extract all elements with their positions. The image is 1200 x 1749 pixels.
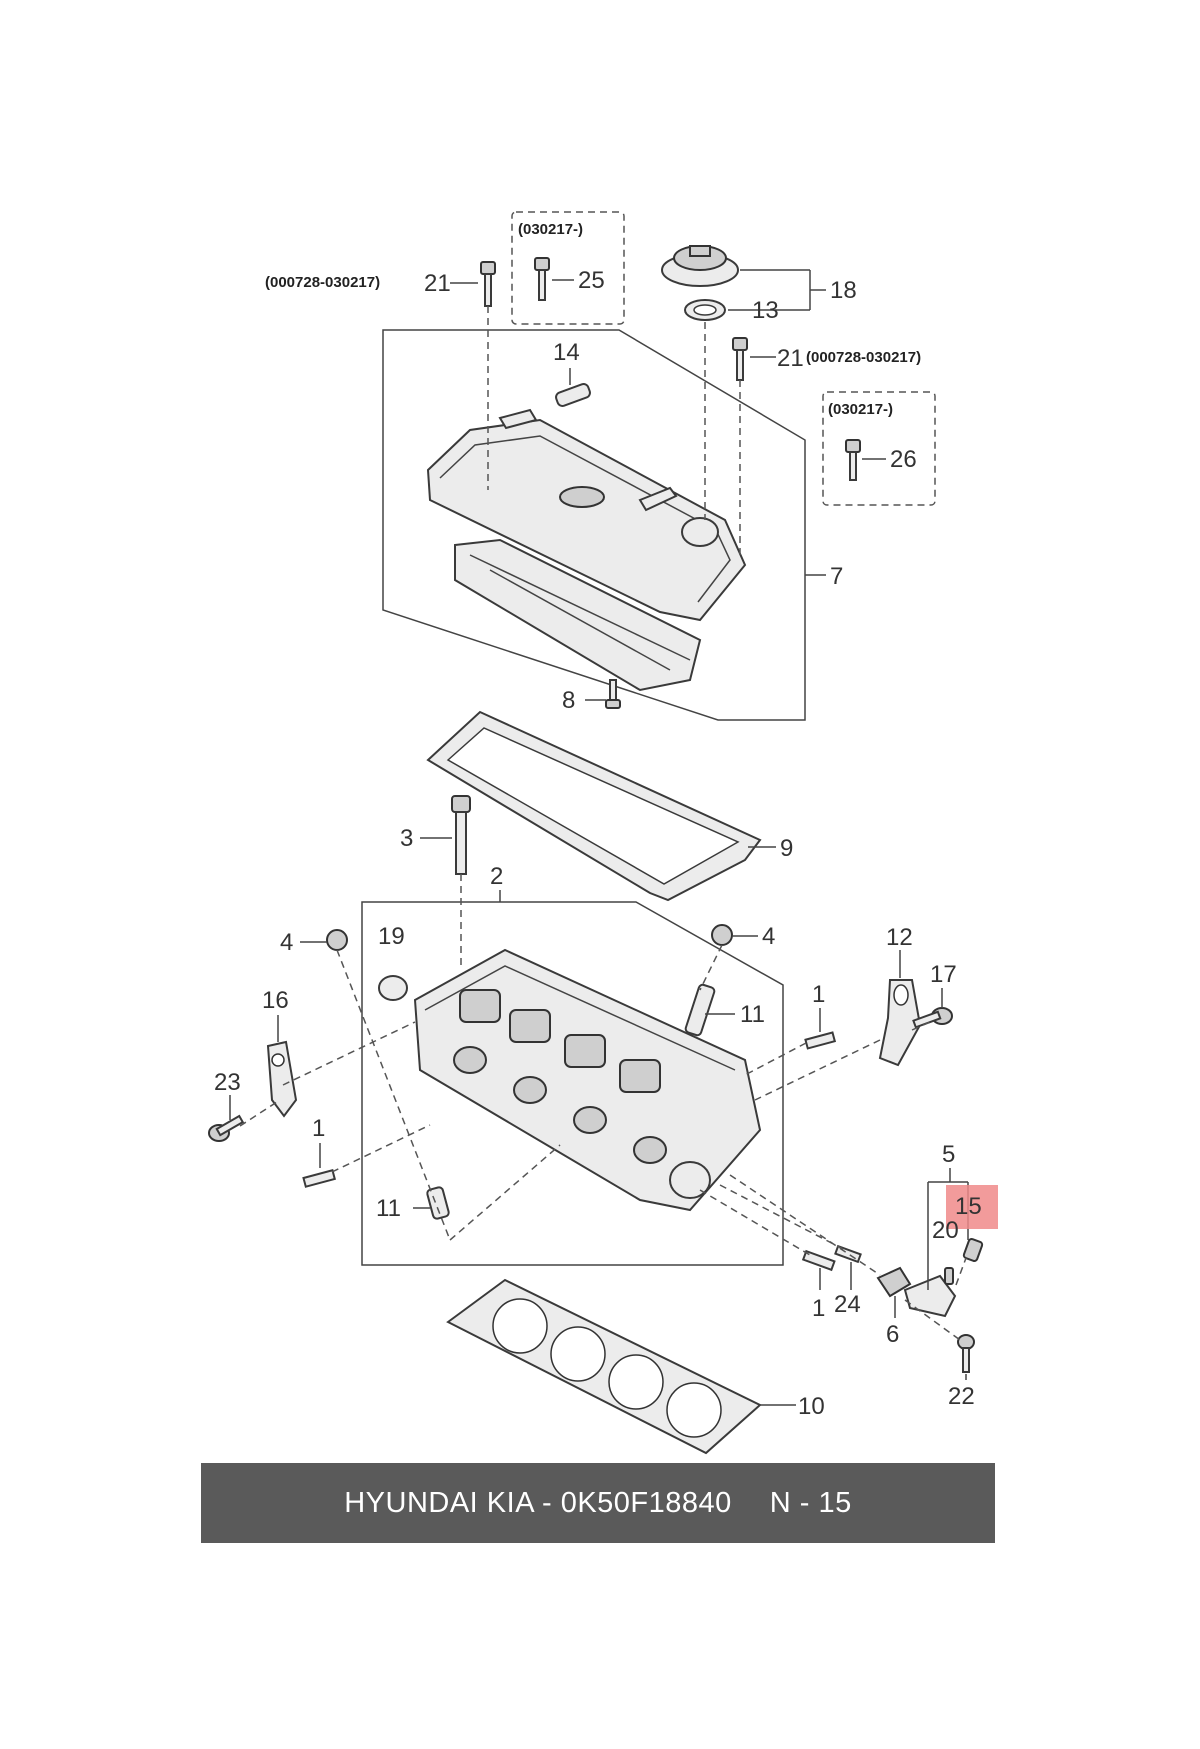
valve-cover-gasket-icon: [426, 710, 762, 902]
callout-9: 9: [780, 835, 793, 862]
callout-26: 26: [890, 446, 917, 473]
stud-bolt-upper-right-icon: [804, 1031, 837, 1050]
spring-20-icon: [944, 1267, 954, 1285]
callout-15: 15: [955, 1193, 982, 1220]
plug-19-icon: [378, 975, 408, 1001]
stud-24-icon: [834, 1244, 862, 1264]
callout-14: 14: [553, 339, 580, 366]
bolt-21-left-icon: [480, 261, 496, 307]
callout-16: 16: [262, 987, 289, 1014]
cap-nut-left-icon: [326, 929, 348, 951]
cap-gasket-icon: [684, 299, 726, 321]
screw-8-icon: [605, 679, 621, 709]
head-bolt-icon: [451, 795, 471, 875]
date-note-top-box: (030217-): [518, 221, 583, 238]
callout-12: 12: [886, 924, 913, 951]
temperature-sensor-icon: [962, 1238, 984, 1262]
engine-hanger-left-icon: [266, 1040, 298, 1118]
callout-25: 25: [578, 267, 605, 294]
callout-19: 19: [378, 923, 405, 950]
date-box-right: [822, 391, 936, 506]
cylinder-head-gasket-icon: [446, 1278, 762, 1455]
cylinder-head-group-outline: [361, 901, 784, 1266]
callout-8: 8: [562, 687, 575, 714]
oil-filler-cap-icon: [661, 245, 739, 287]
callout-11-upper: 11: [740, 1001, 765, 1028]
callout-17: 17: [930, 961, 957, 988]
pcv-valve-icon: [555, 383, 591, 407]
cylinder-head-icon: [413, 948, 762, 1212]
callout-6: 6: [886, 1321, 899, 1348]
date-note-right-box: (030217-): [828, 401, 893, 418]
thermostat-housing-icon: [903, 1274, 957, 1318]
callout-21-top-left: 21: [424, 270, 451, 297]
callout-7: 7: [830, 563, 843, 590]
bolt-26-icon: [845, 439, 861, 481]
callout-2: 2: [490, 863, 503, 890]
bolt-23-icon: [208, 1114, 245, 1142]
callout-1-upper: 1: [812, 981, 825, 1008]
callout-24: 24: [834, 1291, 861, 1318]
cap-nut-right-icon: [711, 924, 733, 946]
callout-13: 13: [752, 297, 779, 324]
dowel-pin-lower-icon: [426, 1186, 450, 1220]
date-note-top-left: (000728-030217): [265, 274, 380, 291]
water-outlet-icon: [876, 1266, 912, 1298]
part-number-banner: HYUNDAI KIA - 0K50F18840 N - 15: [201, 1463, 995, 1543]
leader-lines: [229, 269, 969, 1406]
callout-21-top-right: 21: [777, 345, 804, 372]
bolt-22-icon: [957, 1334, 975, 1373]
callout-22: 22: [948, 1383, 975, 1410]
highlight-15: [946, 1185, 998, 1229]
valve-cover-group-outline: [382, 329, 806, 721]
callout-20: 20: [932, 1217, 959, 1244]
valve-cover-icon: [426, 408, 747, 692]
callout-11-lower: 11: [376, 1195, 401, 1222]
callout-1-left: 1: [312, 1115, 325, 1142]
callout-5: 5: [942, 1141, 955, 1168]
callout-4-right: 4: [762, 923, 775, 950]
callout-4-left: 4: [280, 929, 293, 956]
callout-23: 23: [214, 1069, 241, 1096]
callout-10: 10: [798, 1393, 825, 1420]
bolt-17-icon: [912, 1007, 953, 1029]
stud-bolt-lower-icon: [801, 1249, 836, 1272]
callout-1-lower: 1: [812, 1295, 825, 1322]
banner-brand-part-number: HYUNDAI KIA - 0K50F18840: [344, 1486, 732, 1519]
date-note-right: (000728-030217): [806, 349, 921, 366]
bolt-25-icon: [534, 257, 550, 301]
engine-hanger-right-icon: [878, 979, 922, 1067]
banner-page-reference: N - 15: [769, 1486, 852, 1519]
callout-18: 18: [830, 277, 857, 304]
date-box-top: [511, 211, 625, 325]
stud-bolt-left-icon: [302, 1169, 337, 1188]
bolt-21-right-icon: [732, 337, 748, 381]
dowel-pin-upper-icon: [684, 983, 716, 1037]
callout-3: 3: [400, 825, 413, 852]
alignment-lines: [239, 306, 967, 1341]
